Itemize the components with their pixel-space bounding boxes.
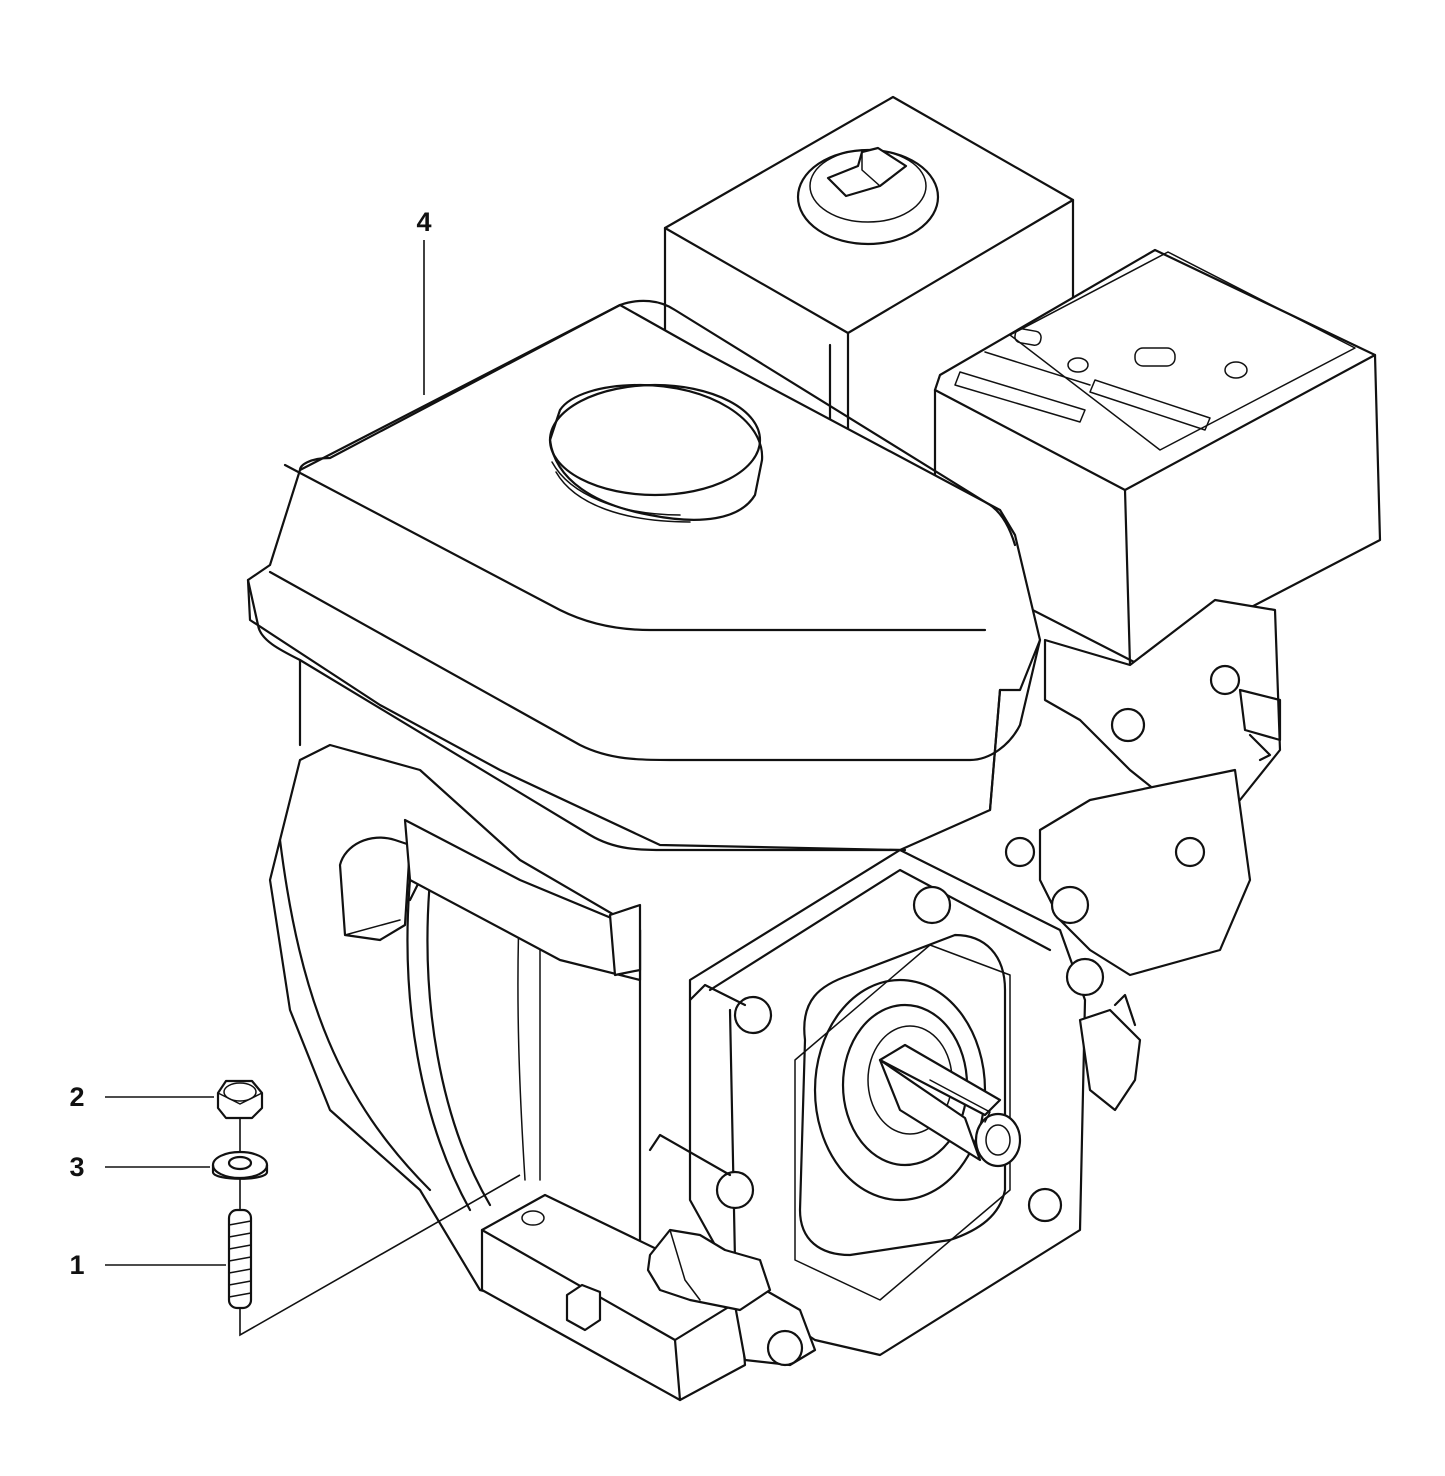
fuel-cap bbox=[548, 383, 764, 523]
crankcase-side-cover bbox=[688, 848, 1087, 1357]
stud-mount-line bbox=[239, 1174, 521, 1337]
callout-label-1[interactable]: 1 bbox=[69, 1250, 84, 1280]
engine-assembly[interactable] bbox=[246, 95, 1382, 1402]
stud[interactable] bbox=[227, 1208, 253, 1310]
fuel-tank bbox=[246, 299, 1042, 982]
callout-label-2[interactable]: 2 bbox=[69, 1082, 84, 1112]
oil-filler bbox=[646, 1228, 772, 1312]
mount-base bbox=[480, 1193, 817, 1402]
nut[interactable] bbox=[216, 1079, 264, 1120]
bolt-bosses bbox=[608, 836, 1105, 1223]
callout-label-3[interactable]: 3 bbox=[69, 1152, 84, 1182]
crankshaft bbox=[878, 1043, 1022, 1168]
callout-label-4[interactable]: 4 bbox=[416, 207, 431, 237]
washer[interactable] bbox=[211, 1150, 269, 1180]
carburettor bbox=[1038, 598, 1282, 977]
governor-lever bbox=[1078, 993, 1142, 1112]
